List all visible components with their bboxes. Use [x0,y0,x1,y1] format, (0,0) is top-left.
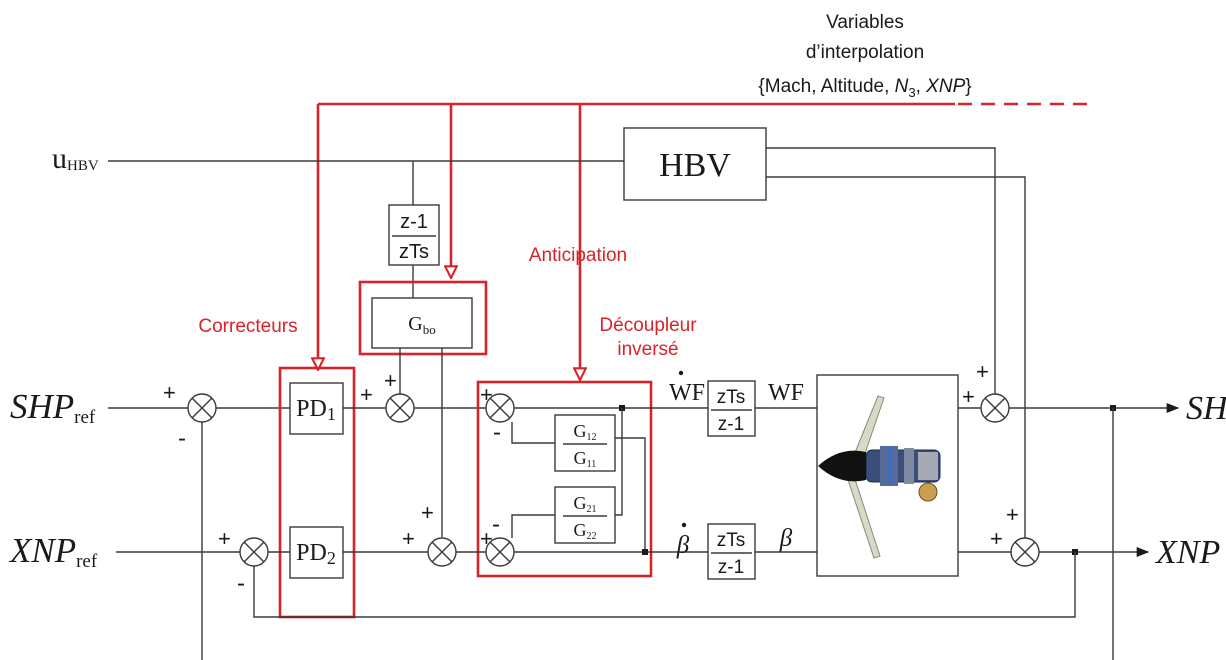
beta-label: β [779,525,793,552]
sum-junction-anticip-1 [386,394,414,422]
svg-text:-: - [178,425,186,452]
xnp-output-label: XNP [1154,534,1220,571]
svg-text:+: + [990,526,1003,551]
header-line-2: d’interpolation [806,42,924,63]
svg-text:+: + [421,500,434,525]
svg-text:+: + [480,526,493,551]
wf-label: WF [768,380,804,406]
svg-text:+: + [218,526,231,551]
decoupleur-label-1: Découpleur [599,315,697,336]
header-line-3: {Mach, Altitude, N3, XNP} [758,76,971,100]
svg-text:zTs: zTs [717,387,746,408]
svg-text:+: + [962,384,975,409]
beta-dot-label: β [676,532,690,559]
svg-text:+: + [360,382,373,407]
svg-text:+: + [163,380,176,405]
svg-text:-: - [492,511,500,538]
svg-text:z-1: z-1 [718,557,744,578]
wf-dot-label: WF [669,380,705,406]
svg-text:-: - [493,419,501,446]
header-line-1: Variables [826,12,904,33]
decoupleur-label-2: inversé [617,339,678,360]
u-hbv-input-label: uHBV [52,142,99,175]
svg-text:+: + [480,382,493,407]
sum-junction-xnp-out [1011,538,1039,566]
hbv-label: HBV [659,147,731,184]
junction-dot-beta [642,549,648,555]
svg-text:+: + [402,526,415,551]
svg-text:z-1: z-1 [718,414,744,435]
anticipation-label: Anticipation [529,245,627,266]
sum-junction-xnp-error [240,538,268,566]
xnp-ref-input-label: XNPref [8,531,98,572]
interpolation-variables-label: Variables d’interpolation {Mach, Altitud… [758,12,971,100]
shp-ref-input-label: SHPref [10,387,96,428]
sum-junction-anticip-2 [428,538,456,566]
sum-junction-shp-out [981,394,1009,422]
svg-text:zTs: zTs [399,241,429,263]
svg-text:zTs: zTs [717,530,746,551]
svg-text:z-1: z-1 [400,211,428,233]
sum-junction-shp-error [188,394,216,422]
svg-text:+: + [1006,502,1019,527]
svg-text:+: + [384,368,397,393]
shp-output-label: SHP [1186,390,1226,427]
correcteurs-label: Correcteurs [198,316,297,337]
svg-text:-: - [237,570,245,597]
svg-text:+: + [976,359,989,384]
